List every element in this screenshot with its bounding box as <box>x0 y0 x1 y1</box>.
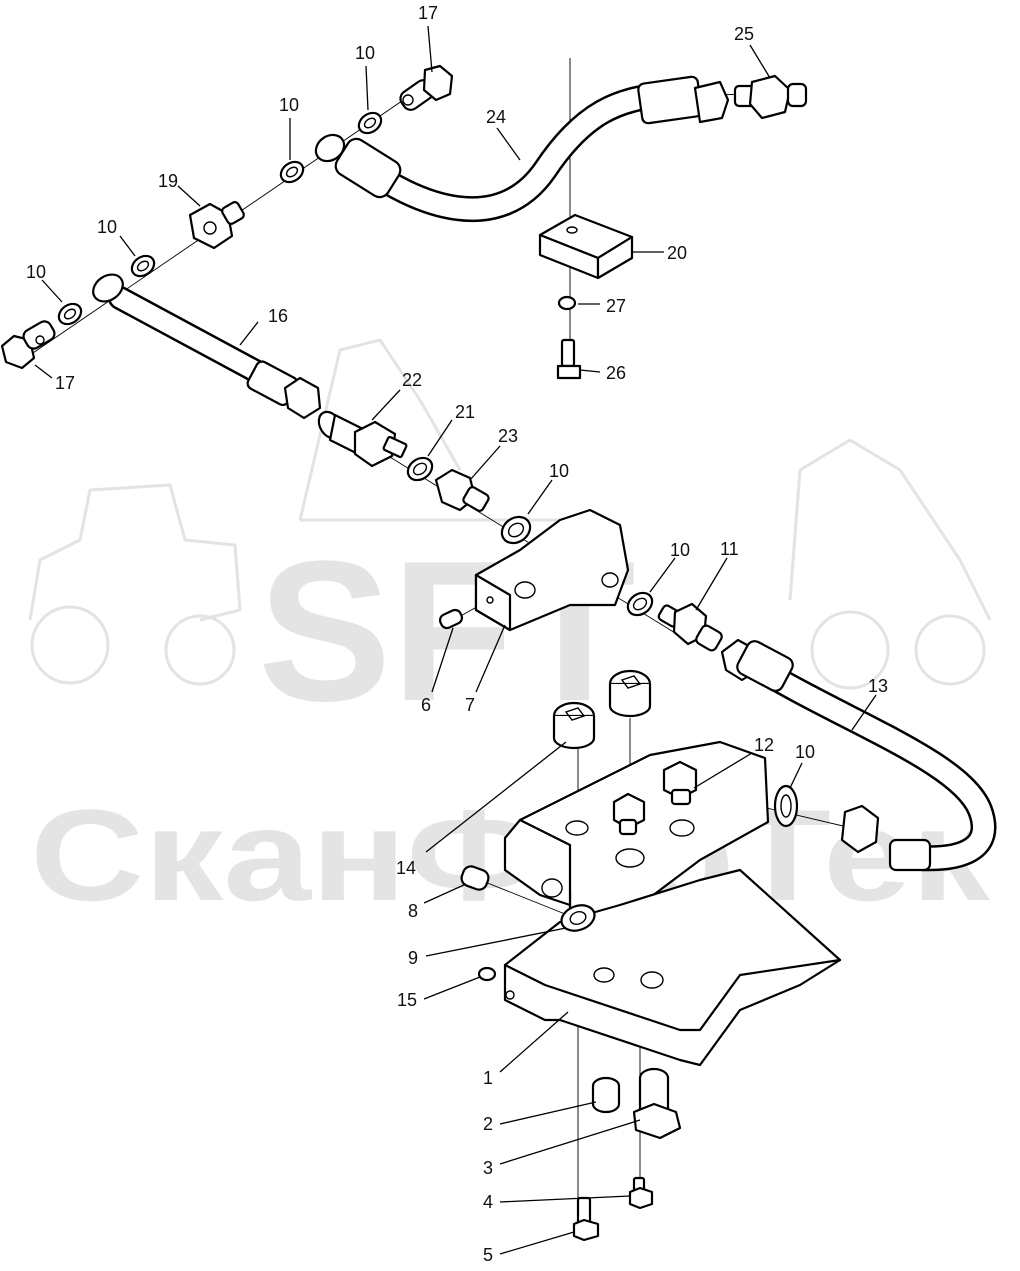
hose-24 <box>334 75 730 223</box>
callout-4: 4 <box>483 1192 493 1212</box>
washer-10-g <box>773 784 799 828</box>
callout-3: 3 <box>483 1158 493 1178</box>
callout-5: 5 <box>483 1245 493 1265</box>
valve-block <box>503 740 770 932</box>
pin-8 <box>460 865 490 891</box>
callout-17-lower: 17 <box>55 373 75 393</box>
callout-27: 27 <box>606 296 626 316</box>
fitting-11 <box>657 602 723 652</box>
washer-10-b <box>279 160 305 184</box>
callout-26: 26 <box>606 363 626 383</box>
callout-10-a: 10 <box>355 43 375 63</box>
callout-11: 11 <box>720 539 739 559</box>
banjo-eye-upper <box>314 133 346 163</box>
o-ring-15 <box>477 966 497 982</box>
plug-2 <box>591 1076 621 1114</box>
block-20 <box>538 213 634 280</box>
plug-12-lower <box>612 792 646 836</box>
banjo-bolt-17-lower <box>0 320 56 370</box>
hose-16 <box>92 273 322 420</box>
callout-20: 20 <box>667 243 687 263</box>
union-25 <box>733 74 808 120</box>
sensor-22 <box>317 410 408 468</box>
callout-10-e: 10 <box>549 461 569 481</box>
fitting-23 <box>434 468 490 512</box>
callout-22: 22 <box>402 370 422 390</box>
washer-27 <box>557 295 577 311</box>
washer-21 <box>406 456 434 482</box>
fitting-3 <box>632 1067 682 1140</box>
callout-12: 12 <box>754 735 774 755</box>
callout-10-c: 10 <box>97 217 117 237</box>
washer-10-e <box>500 515 532 545</box>
callout-1: 1 <box>483 1068 493 1088</box>
callout-23: 23 <box>498 426 518 446</box>
callout-13: 13 <box>868 676 888 696</box>
plug-9 <box>560 904 596 932</box>
callout-17-upper: 17 <box>418 3 438 23</box>
fitting-19 <box>188 201 245 250</box>
hose-13 <box>720 638 997 872</box>
bolt-4 <box>628 1176 654 1210</box>
washer-10-c <box>130 254 156 278</box>
callout-8: 8 <box>408 901 418 921</box>
pin-6 <box>438 608 464 630</box>
banjo-bolt-17-upper <box>399 64 454 111</box>
bolt-26 <box>556 338 582 380</box>
plug-12 <box>662 760 698 806</box>
callout-labels: 17 10 25 10 24 19 10 10 20 27 16 17 26 2… <box>26 3 888 1265</box>
callout-2: 2 <box>483 1114 493 1134</box>
callout-24: 24 <box>486 107 506 127</box>
washer-10-d <box>57 302 83 326</box>
callout-7: 7 <box>465 695 475 715</box>
watermark-machine-outlines <box>28 338 992 690</box>
callout-6: 6 <box>421 695 431 715</box>
callout-21: 21 <box>455 402 475 422</box>
callout-16: 16 <box>268 306 288 326</box>
callout-19: 19 <box>158 171 178 191</box>
bracket-7 <box>474 508 630 632</box>
callout-14: 14 <box>396 858 416 878</box>
plug-14-left <box>552 701 596 750</box>
washer-10-f <box>626 591 654 617</box>
callout-9: 9 <box>408 948 418 968</box>
plug-14-right <box>608 669 652 718</box>
callout-25: 25 <box>734 24 754 44</box>
washer-10-a <box>357 111 383 135</box>
callout-10-g: 10 <box>795 742 815 762</box>
callout-10-f: 10 <box>670 540 690 560</box>
leader-lines <box>34 25 877 1255</box>
callout-10-b: 10 <box>279 95 299 115</box>
callout-15: 15 <box>397 990 417 1010</box>
bolt-5 <box>572 1196 600 1242</box>
callout-10-d: 10 <box>26 262 46 282</box>
